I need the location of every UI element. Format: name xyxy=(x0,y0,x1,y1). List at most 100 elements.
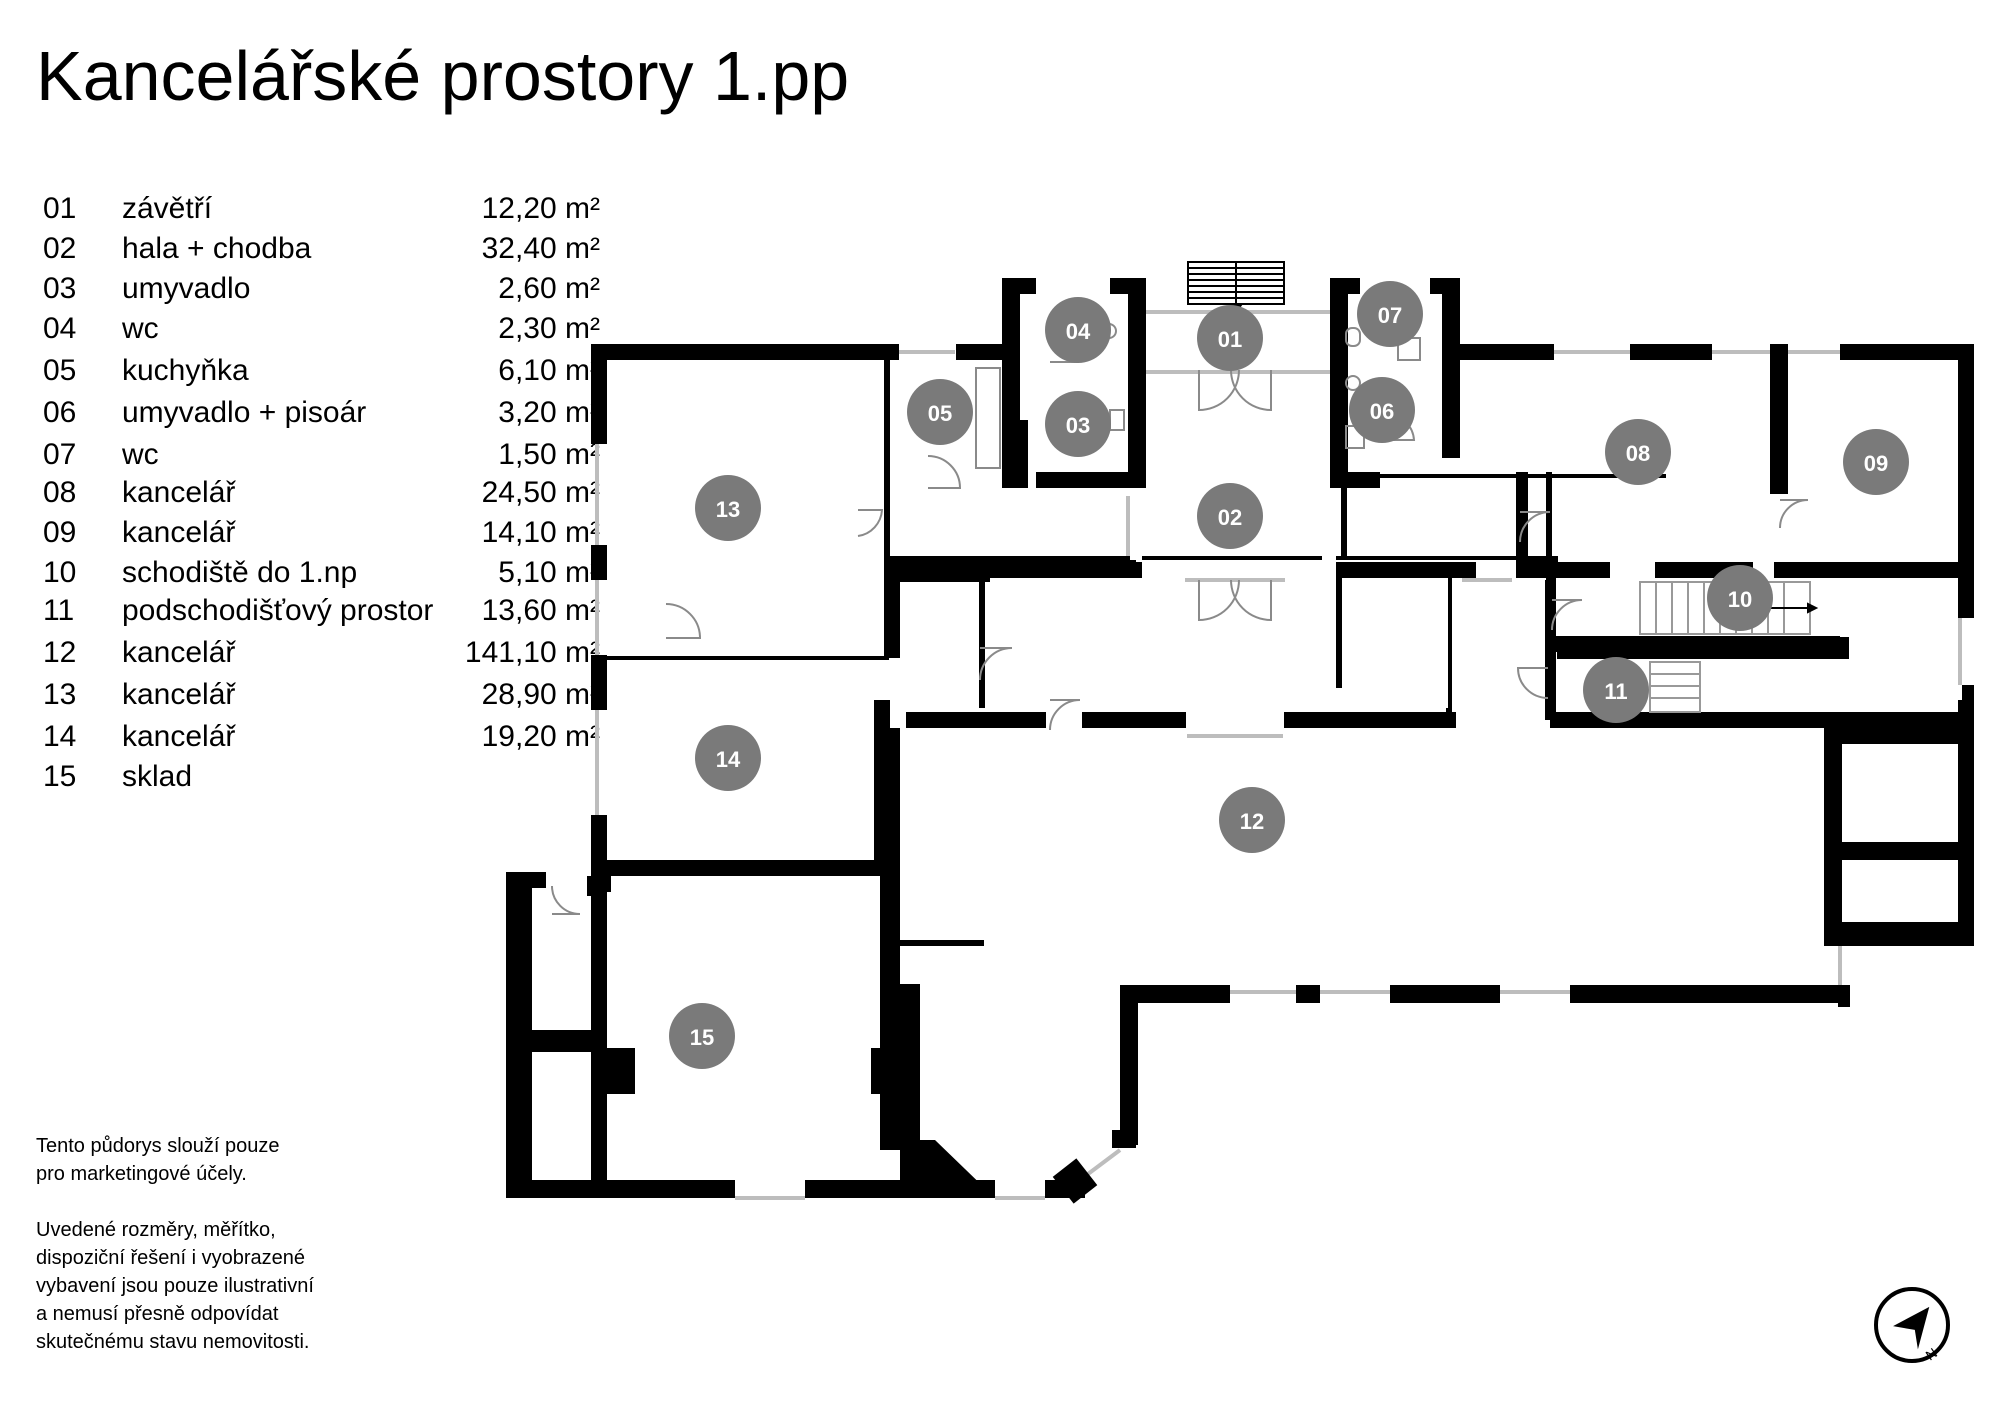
legend-area: 5,10 m² xyxy=(498,556,600,589)
legend-row: 14 kancelář 19,20 m² xyxy=(0,720,600,758)
legend-area: 32,40 m² xyxy=(481,232,600,265)
legend-name: kancelář xyxy=(122,516,236,549)
room-badge-06 xyxy=(1349,377,1415,443)
legend-area: 13,60 m² xyxy=(481,594,600,627)
legend-row: 01 závětří 12,20 m² xyxy=(0,192,600,230)
legend-area: 6,10 m² xyxy=(498,354,600,387)
legend-row: 06 umyvadlo + pisoár 3,20 m² xyxy=(0,396,600,434)
disclaimer-line: skutečnému stavu nemovitosti. xyxy=(36,1331,310,1353)
room-badge-label: 08 xyxy=(1626,441,1650,466)
room-badge-10 xyxy=(1707,565,1773,631)
legend-name: hala + chodba xyxy=(122,232,312,265)
legend-row: 12 kancelář 141,10 m² xyxy=(0,636,600,674)
disclaimer-line: Tento půdorys slouží pouze xyxy=(36,1135,280,1157)
legend-number: 09 xyxy=(43,516,77,549)
legend-number: 12 xyxy=(43,636,77,669)
legend-row: 10 schodiště do 1.np 5,10 m² xyxy=(0,556,600,594)
legend-name: wc xyxy=(122,438,159,471)
room-badge-14 xyxy=(695,725,761,791)
legend-area: 19,20 m² xyxy=(481,720,600,753)
legend-number: 07 xyxy=(43,438,77,471)
room-badge-label: 15 xyxy=(690,1025,714,1050)
legend-name: kancelář xyxy=(122,678,236,711)
room-badge-label: 05 xyxy=(928,401,952,426)
disclaimer: Tento půdorys slouží pouze pro marketing… xyxy=(36,1132,314,1356)
legend-area: 28,90 m² xyxy=(481,678,600,711)
legend-name: umyvadlo xyxy=(122,272,251,305)
legend-number: 04 xyxy=(43,312,77,345)
room-badge-04 xyxy=(1045,297,1111,363)
legend-name: kuchyňka xyxy=(122,354,249,387)
legend-name: závětří xyxy=(122,192,213,225)
doors xyxy=(551,333,1809,915)
room-badge-label: 10 xyxy=(1728,587,1752,612)
room-badge-01 xyxy=(1197,305,1263,371)
legend-number: 13 xyxy=(43,678,77,711)
legend-area: 14,10 m² xyxy=(481,516,600,549)
legend-number: 11 xyxy=(43,594,75,627)
legend-number: 10 xyxy=(43,556,77,589)
room-badge-05 xyxy=(907,379,973,445)
disclaimer-line: Uvedené rozměry, měřítko, xyxy=(36,1219,276,1241)
legend-row: 11 podschodišťový prostor 13,60 m² xyxy=(0,594,600,632)
room-badge-label: 12 xyxy=(1240,809,1264,834)
room-badge-label: 03 xyxy=(1066,413,1090,438)
room-badge-label: 14 xyxy=(716,747,741,772)
room-badge-label: 01 xyxy=(1218,327,1242,352)
legend-number: 14 xyxy=(43,720,77,753)
legend-row: 05 kuchyňka 6,10 m² xyxy=(0,354,600,392)
legend-number: 15 xyxy=(43,760,77,793)
legend-row: 08 kancelář 24,50 m² xyxy=(0,476,600,514)
room-badge-03 xyxy=(1045,391,1111,457)
page-title: Kancelářské prostory 1.pp xyxy=(36,37,850,115)
compass-icon: N xyxy=(1874,1287,1950,1363)
legend-row: 02 hala + chodba 32,40 m² xyxy=(0,232,600,270)
legend-name: sklad xyxy=(122,760,193,793)
room-badge-13 xyxy=(695,475,761,541)
legend-number: 03 xyxy=(43,272,77,305)
legend-row: 09 kancelář 14,10 m² xyxy=(0,516,600,554)
legend-name: schodiště do 1.np xyxy=(122,556,358,589)
disclaimer-line: vybavení jsou pouze ilustrativní xyxy=(36,1275,314,1297)
disclaimer-line: pro marketingové účely. xyxy=(36,1163,247,1185)
room-badge-label: 07 xyxy=(1378,303,1402,328)
legend-name: kancelář xyxy=(122,476,236,509)
legend-name: kancelář xyxy=(122,636,236,669)
legend-area: 2,60 m² xyxy=(498,272,600,305)
legend-number: 01 xyxy=(43,192,77,225)
room-badge-label: 06 xyxy=(1370,399,1394,424)
room-badge-08 xyxy=(1605,419,1671,485)
legend-number: 05 xyxy=(43,354,77,387)
legend-name: podschodišťový prostor xyxy=(122,594,434,627)
room-badge-12 xyxy=(1219,787,1285,853)
legend-area: 1,50 m² xyxy=(498,438,600,471)
legend-row: 07 wc 1,50 m² xyxy=(0,438,600,476)
legend-name: umyvadlo + pisoár xyxy=(122,396,367,429)
legend-area: 3,20 m² xyxy=(498,396,600,429)
room-badge-11 xyxy=(1583,657,1649,723)
legend-area: 141,10 m² xyxy=(464,636,600,669)
disclaimer-line: dispoziční řešení i vyobrazené xyxy=(36,1247,306,1269)
legend-area: 12,20 m² xyxy=(481,192,600,225)
legend-number: 06 xyxy=(43,396,77,429)
legend-name: wc xyxy=(122,312,159,345)
legend-area: 24,50 m² xyxy=(481,476,600,509)
legend-number: 08 xyxy=(43,476,77,509)
room-badge-02 xyxy=(1197,483,1263,549)
room-badge-09 xyxy=(1843,429,1909,495)
room-badge-label: 02 xyxy=(1218,505,1242,530)
room-badge-label: 09 xyxy=(1864,451,1888,476)
disclaimer-line: a nemusí přesně odpovídat xyxy=(36,1303,279,1325)
legend-area: 2,30 m² xyxy=(498,312,600,345)
windows xyxy=(595,310,1962,1200)
legend-name: kancelář xyxy=(122,720,236,753)
legend-row: 04 wc 2,30 m² xyxy=(0,312,600,350)
room-badge-07 xyxy=(1357,281,1423,347)
legend-row: 13 kancelář 28,90 m² xyxy=(0,678,600,716)
legend-row: 03 umyvadlo 2,60 m² xyxy=(0,272,600,310)
legend-number: 02 xyxy=(43,232,77,265)
room-badge-label: 04 xyxy=(1066,319,1091,344)
room-badge-15 xyxy=(669,1003,735,1069)
legend-row: 15 sklad xyxy=(0,760,600,798)
